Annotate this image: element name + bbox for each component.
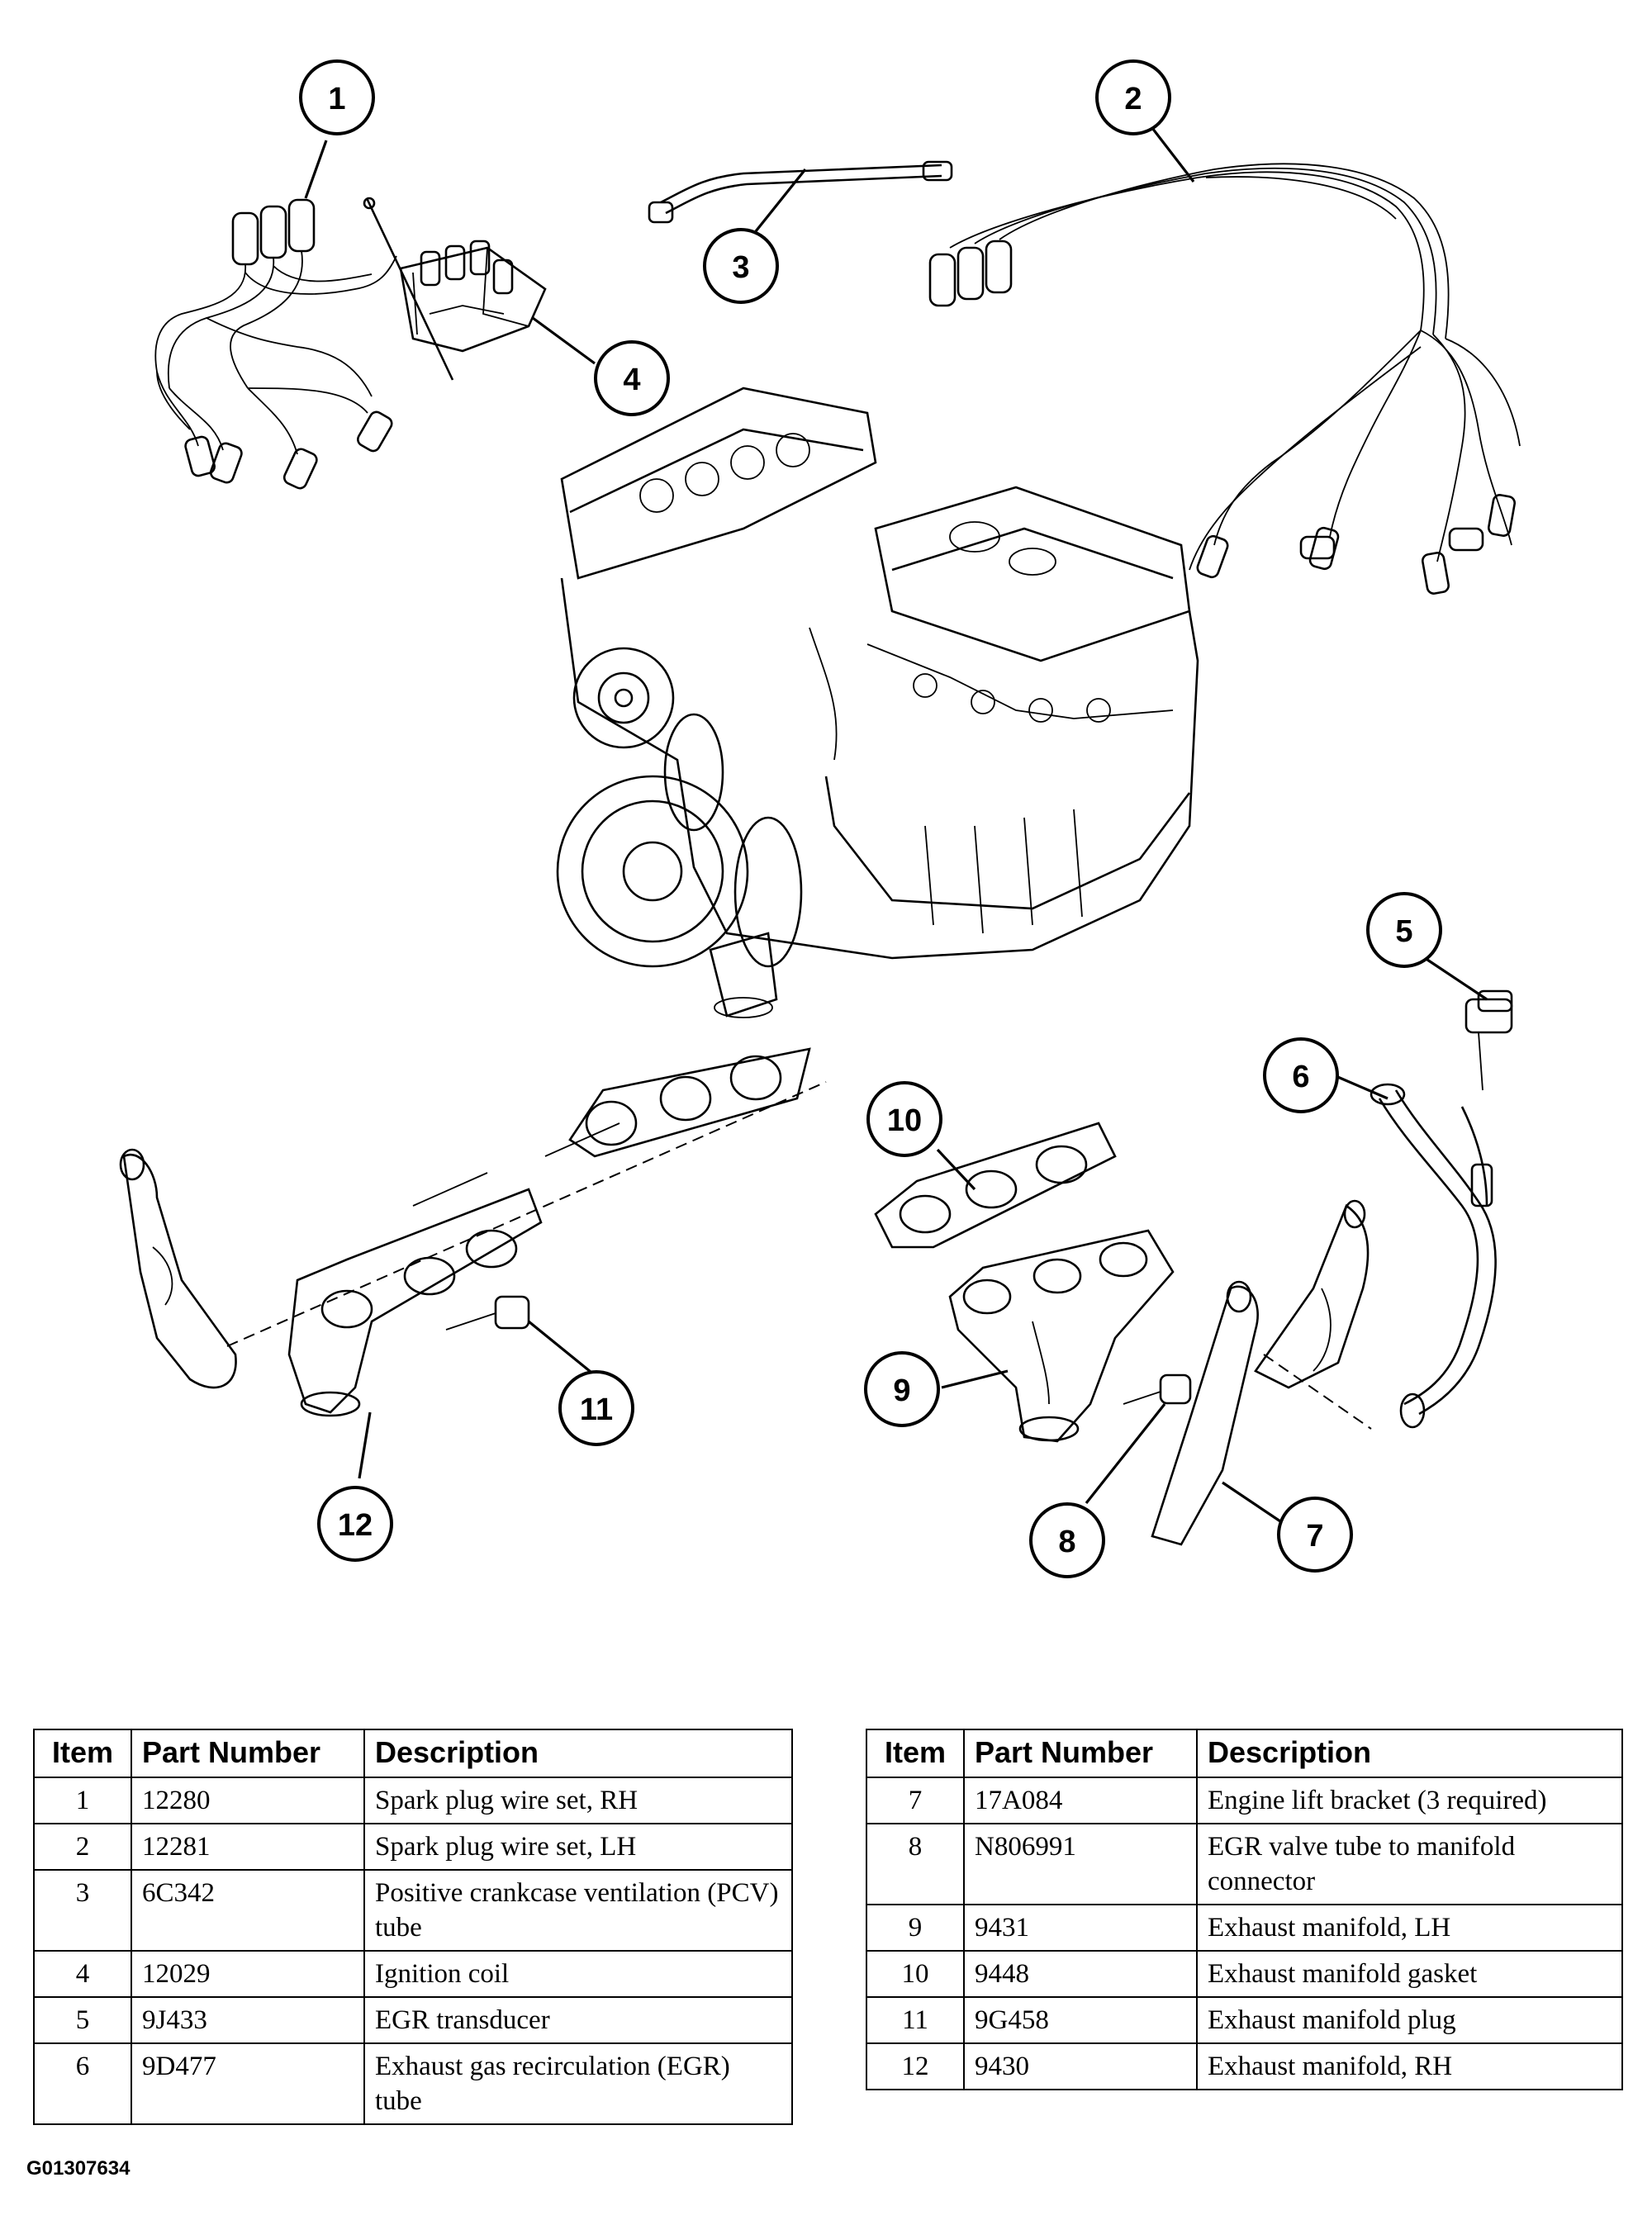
callout-number: 2	[1124, 82, 1142, 116]
table-row: 10 9448 Exhaust manifold gasket	[866, 1950, 1623, 1998]
table-row: 2 12281 Spark plug wire set, LH	[33, 1823, 793, 1871]
item-cell: 6	[33, 2042, 132, 2125]
callout-number: 11	[580, 1392, 613, 1427]
description-cell: Ignition coil	[363, 1950, 793, 1998]
callout-7: 7	[1277, 1497, 1353, 1573]
callout-number: 4	[623, 363, 640, 397]
callout-8: 8	[1029, 1502, 1105, 1578]
callout-number: 6	[1292, 1060, 1309, 1094]
table-row: 9 9431 Exhaust manifold, LH	[866, 1904, 1623, 1952]
pcv-tube-drawing	[648, 160, 953, 224]
item-cell: 3	[33, 1869, 132, 1952]
exhaust-manifold-gasket-drawing	[874, 1122, 1117, 1249]
exhaust-manifold-lh-drawing	[948, 1229, 1175, 1443]
table-row: 11 9G458 Exhaust manifold plug	[866, 1996, 1623, 2044]
description-cell: Spark plug wire set, LH	[363, 1823, 793, 1871]
column-header-item: Item	[33, 1729, 132, 1778]
part-number-cell: 6C342	[131, 1869, 365, 1952]
callout-number: 9	[893, 1373, 910, 1408]
description-cell: Exhaust manifold plug	[1196, 1996, 1623, 2044]
item-cell: 9	[866, 1904, 965, 1952]
callout-12: 12	[317, 1486, 393, 1562]
callout-6: 6	[1263, 1037, 1339, 1113]
part-number-cell: 12029	[131, 1950, 365, 1998]
engine-block-drawing	[556, 387, 1199, 1018]
table-row: 1 12280 Spark plug wire set, RH	[33, 1777, 793, 1824]
description-cell: Exhaust gas recirculation (EGR) tube	[363, 2042, 793, 2125]
callout-2: 2	[1095, 59, 1171, 135]
table-row: 5 9J433 EGR transducer	[33, 1996, 793, 2044]
table-header-row: Item Part Number Description	[33, 1729, 793, 1778]
description-cell: Positive crankcase ventilation (PCV) tub…	[363, 1869, 793, 1952]
egr-tube-drawing	[1370, 989, 1513, 1429]
leader-lines	[304, 127, 1488, 1523]
callout-4: 4	[594, 340, 670, 416]
item-cell: 12	[866, 2042, 965, 2090]
part-number-cell: 9D477	[131, 2042, 365, 2125]
item-cell: 4	[33, 1950, 132, 1998]
engine-lift-bracket-drawing	[1151, 1199, 1372, 1546]
callout-number: 5	[1395, 914, 1412, 949]
part-number-cell: 9J433	[131, 1996, 365, 2044]
item-cell: 2	[33, 1823, 132, 1871]
spark-plug-wire-set-rh-drawing	[154, 198, 397, 490]
callout-5: 5	[1366, 892, 1442, 968]
part-number-cell: 9G458	[963, 1996, 1198, 2044]
egr-valve-tube-connector-drawing	[1123, 1373, 1192, 1405]
callout-number: 10	[887, 1103, 922, 1138]
egr-transducer-drawing	[1464, 998, 1513, 1091]
callout-1: 1	[299, 59, 375, 135]
callout-11: 11	[558, 1370, 634, 1446]
part-number-cell: 12280	[131, 1777, 365, 1824]
part-number-cell: 12281	[131, 1823, 365, 1871]
column-header-description: Description	[1196, 1729, 1623, 1778]
table-row: 7 17A084 Engine lift bracket (3 required…	[866, 1777, 1623, 1824]
item-cell: 7	[866, 1777, 965, 1824]
table-row: 12 9430 Exhaust manifold, RH	[866, 2042, 1623, 2090]
table-row: 3 6C342 Positive crankcase ventilation (…	[33, 1869, 793, 1952]
part-number-cell: 9448	[963, 1950, 1198, 1998]
part-number-cell: 9430	[963, 2042, 1198, 2090]
callout-number: 1	[328, 82, 345, 116]
column-header-part-number: Part Number	[131, 1729, 365, 1778]
parts-table-right: Item Part Number Description 7 17A084 En…	[866, 1729, 1623, 2090]
table-row: 8 N806991 EGR valve tube to manifold con…	[866, 1823, 1623, 1905]
ignition-coil-drawing	[363, 197, 547, 381]
parts-table-left: Item Part Number Description 1 12280 Spa…	[33, 1729, 793, 2125]
item-cell: 8	[866, 1823, 965, 1905]
callout-number: 8	[1058, 1525, 1075, 1559]
description-cell: EGR valve tube to manifold connector	[1196, 1823, 1623, 1905]
description-cell: Exhaust manifold gasket	[1196, 1950, 1623, 1998]
item-cell: 5	[33, 1996, 132, 2044]
item-cell: 1	[33, 1777, 132, 1824]
callout-number: 3	[732, 250, 749, 285]
description-cell: Spark plug wire set, RH	[363, 1777, 793, 1824]
part-number-cell: 9431	[963, 1904, 1198, 1952]
item-cell: 10	[866, 1950, 965, 1998]
spark-plug-wire-set-lh-drawing	[928, 163, 1521, 595]
part-number-cell: N806991	[963, 1823, 1198, 1905]
column-header-item: Item	[866, 1729, 965, 1778]
table-row: 4 12029 Ignition coil	[33, 1950, 793, 1998]
exhaust-manifold-rh-drawing	[119, 1047, 827, 1417]
callout-9: 9	[864, 1351, 940, 1427]
exploded-parts-diagram: 1 2 3 4 5 6 7 8 9 10 11 12	[119, 59, 1521, 1578]
description-cell: EGR transducer	[363, 1996, 793, 2044]
callout-10: 10	[866, 1081, 942, 1157]
table-row: 6 9D477 Exhaust gas recirculation (EGR) …	[33, 2042, 793, 2125]
description-cell: Exhaust manifold, LH	[1196, 1904, 1623, 1952]
callout-number: 7	[1306, 1519, 1323, 1554]
description-cell: Engine lift bracket (3 required)	[1196, 1777, 1623, 1824]
column-header-description: Description	[363, 1729, 793, 1778]
description-cell: Exhaust manifold, RH	[1196, 2042, 1623, 2090]
callout-3: 3	[703, 228, 779, 304]
callout-number: 12	[338, 1508, 373, 1543]
column-header-part-number: Part Number	[963, 1729, 1198, 1778]
figure-code: G01307634	[26, 2157, 131, 2180]
item-cell: 11	[866, 1996, 965, 2044]
part-number-cell: 17A084	[963, 1777, 1198, 1824]
table-header-row: Item Part Number Description	[866, 1729, 1623, 1778]
